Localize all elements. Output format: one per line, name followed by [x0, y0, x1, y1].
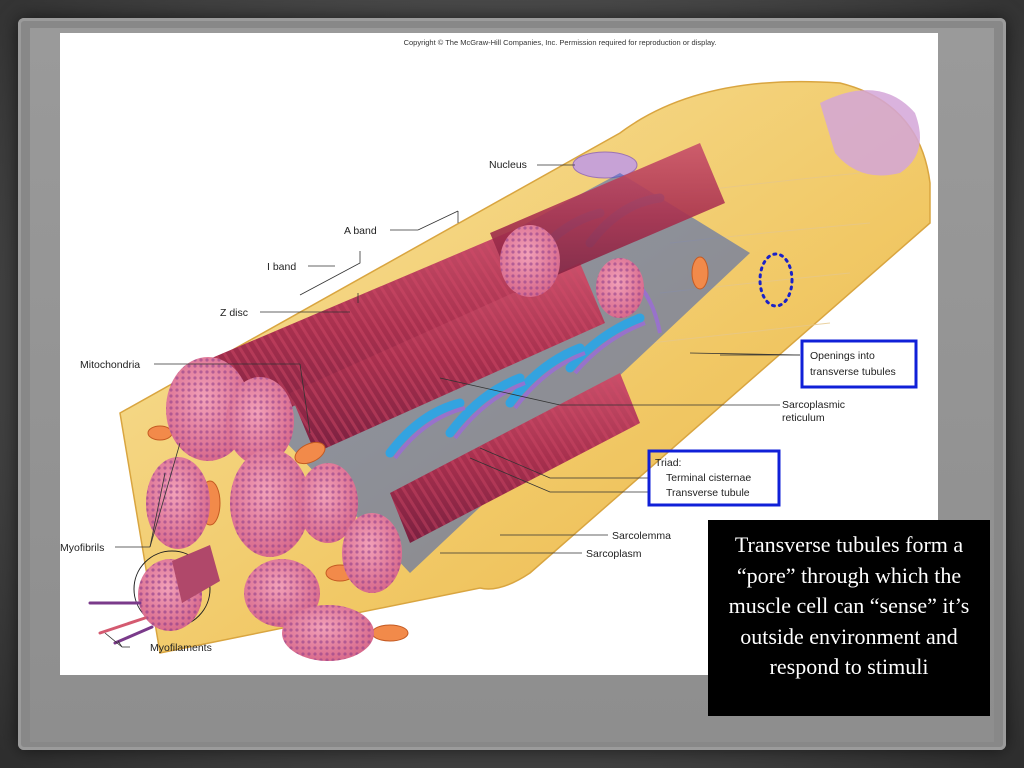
- label-myofibrils: Myofibrils: [60, 542, 104, 554]
- label-transverse-tubule: Transverse tubule: [666, 487, 750, 499]
- label-z-disc: Z disc: [220, 307, 248, 319]
- openings-highlight-box: [800, 339, 918, 389]
- triad-highlight-box: [647, 449, 781, 507]
- caption-text: Transverse tubules form a “pore” through…: [728, 532, 970, 679]
- transverse-tubules: [393, 271, 662, 460]
- label-mitochondria: Mitochondria: [80, 359, 140, 371]
- copyright-text: Copyright © The McGraw-Hill Companies, I…: [404, 38, 717, 47]
- myofibril-detail: [88, 545, 220, 645]
- label-sr-line1: Sarcoplasmic: [782, 399, 845, 411]
- label-openings-line2: transverse tubules: [810, 366, 896, 378]
- label-sarcoplasm: Sarcoplasm: [586, 548, 642, 560]
- nucleus-far: [820, 90, 920, 176]
- nucleus: [572, 151, 638, 179]
- label-a-band: A band: [344, 225, 377, 237]
- label-terminal-cisternae: Terminal cisternae: [666, 472, 751, 484]
- myofibril-cross-sections: [146, 225, 644, 661]
- caption-box: Transverse tubules form a “pore” through…: [708, 520, 990, 716]
- label-triad: Triad:: [655, 457, 681, 469]
- label-nucleus: Nucleus: [489, 159, 527, 171]
- leader-lines: [104, 164, 801, 648]
- muscle-fiber-illustration: Copyright © The McGraw-Hill Companies, I…: [60, 38, 931, 661]
- label-openings-line1: Openings into: [810, 350, 875, 362]
- label-sarcolemma: Sarcolemma: [612, 530, 671, 542]
- label-myofilaments: Myofilaments: [150, 642, 212, 654]
- muscle-fiber-figure: Copyright © The McGraw-Hill Companies, I…: [60, 33, 938, 675]
- label-i-band: I band: [267, 261, 296, 273]
- t-tubule-opening-marker: [758, 252, 794, 308]
- label-sr-line2: reticulum: [782, 412, 825, 424]
